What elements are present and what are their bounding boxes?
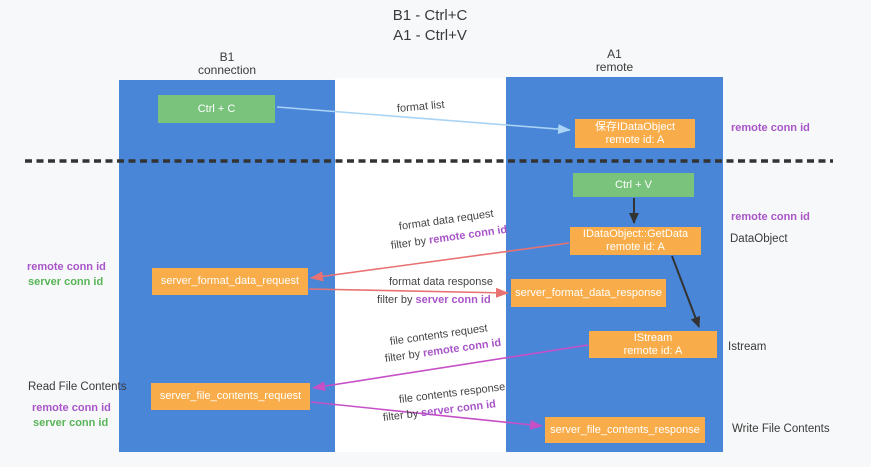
label-write-file-contents: Write File Contents <box>732 423 830 435</box>
column-header-a1-role: remote <box>595 60 634 74</box>
filter-highlight: server conn id <box>415 294 491 306</box>
filter-prefix: filter by <box>377 294 413 306</box>
label-format-data-response: format data response <box>389 276 493 288</box>
box-server-format-data-request: server_format_data_request <box>152 268 308 295</box>
box-istream-line2: remote id: A <box>623 344 683 357</box>
box-server-file-contents-request-label: server_file_contents_request <box>159 390 302 402</box>
box-ctrl-v-label: Ctrl + V <box>615 178 652 191</box>
column-header-b1-role: connection <box>197 63 257 77</box>
label-remote-conn-id-left-1: remote conn id <box>27 261 106 273</box>
box-server-file-contents-response-label: server_file_contents_response <box>550 423 700 436</box>
title-line-2: A1 - Ctrl+V <box>393 27 467 44</box>
title-line-1: B1 - Ctrl+C <box>392 7 468 24</box>
box-server-format-data-request-label: server_format_data_request <box>160 275 300 287</box>
label-read-file-contents: Read File Contents <box>28 381 127 393</box>
box-ctrl-c: Ctrl + C <box>158 95 275 123</box>
diagram-title: B1 - Ctrl+C A1 - Ctrl+V <box>255 6 605 46</box>
box-server-format-data-response: server_format_data_response <box>511 279 666 307</box>
column-header-b1: B1 connection <box>119 51 335 77</box>
label-remote-conn-id-left-2: remote conn id <box>32 402 111 414</box>
box-save-dataobject-line2: remote id: A <box>605 133 665 146</box>
column-header-a1-name: A1 <box>607 47 622 61</box>
box-idataobject-getdata-line1: IDataObject::GetData <box>582 228 689 240</box>
box-server-format-data-response-label: server_format_data_response <box>515 286 662 299</box>
label-remote-conn-id-right-2: remote conn id <box>731 211 810 223</box>
box-server-file-contents-request: server_file_contents_request <box>151 383 310 410</box>
box-istream: IStream remote id: A <box>589 331 717 358</box>
box-save-dataobject: 保存IDataObject remote id: A <box>575 119 695 148</box>
box-save-dataobject-line1: 保存IDataObject <box>594 120 676 133</box>
column-header-a1: A1 remote <box>506 48 723 74</box>
box-ctrl-v: Ctrl + V <box>573 173 694 197</box>
label-server-conn-id-left-1: server conn id <box>28 276 104 288</box>
box-ctrl-c-label: Ctrl + C <box>197 102 236 115</box>
label-remote-conn-id-right-1: remote conn id <box>731 122 810 134</box>
label-istream: Istream <box>728 341 767 353</box>
box-idataobject-getdata: IDataObject::GetData remote id: A <box>570 227 701 255</box>
label-dataobject: DataObject <box>730 233 788 245</box>
box-idataobject-getdata-line2: remote id: A <box>606 241 665 253</box>
column-header-b1-name: B1 <box>219 50 235 64</box>
box-server-file-contents-response: server_file_contents_response <box>545 417 705 443</box>
label-server-conn-id-left-2: server conn id <box>33 417 109 429</box>
box-istream-line1: IStream <box>633 331 673 344</box>
